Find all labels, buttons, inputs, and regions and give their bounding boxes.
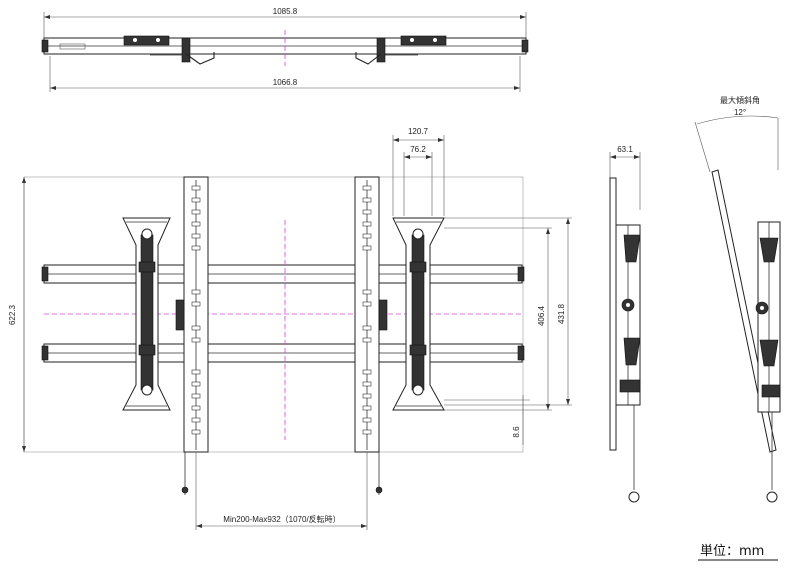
dim-arm-inner: 76.2 bbox=[410, 145, 426, 154]
dim-top-rail: 1066.8 bbox=[273, 78, 298, 87]
dim-vesa-range: Min200-Max932（1070/反転時） bbox=[223, 514, 340, 524]
dim-arm-offset: 120.7 bbox=[408, 127, 429, 136]
side-view: 63.1 bbox=[609, 145, 641, 503]
unit-label: 単位：mm bbox=[700, 543, 764, 559]
front-view: 622.3 bbox=[8, 127, 572, 530]
dim-rail-outer: 431.8 bbox=[557, 303, 566, 324]
tilt-label: 最大傾斜角 bbox=[720, 95, 760, 105]
top-view: 1085.8 1066.8 bbox=[41, 7, 529, 92]
dim-top-overall: 1085.8 bbox=[273, 7, 298, 16]
tilt-view: 最大傾斜角 12° bbox=[694, 95, 781, 503]
tilt-angle: 12° bbox=[734, 108, 746, 117]
dim-bottom-offset: 8.6 bbox=[512, 426, 521, 438]
dim-front-height: 622.3 bbox=[8, 304, 17, 325]
dim-side-depth: 63.1 bbox=[617, 145, 633, 154]
dim-rail-inner: 406.4 bbox=[537, 305, 546, 326]
